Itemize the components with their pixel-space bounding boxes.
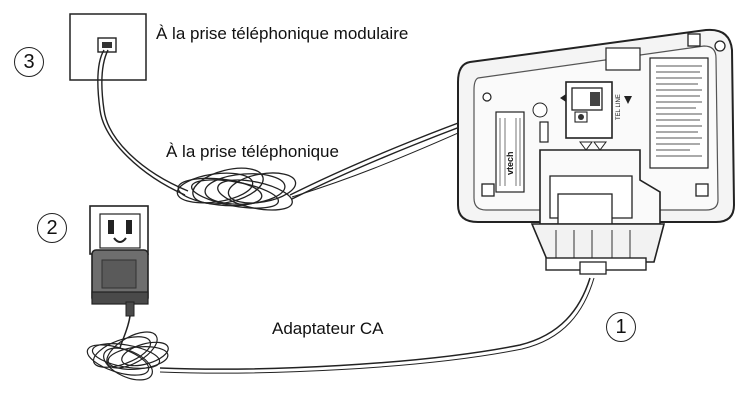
ac-adapter: [89, 205, 149, 317]
port-label: TEL LINE: [616, 94, 622, 120]
adapter-cord: [119, 315, 131, 349]
adapter-cord-base: [159, 277, 591, 370]
phone-cord-wall: [97, 49, 186, 196]
step-3-marker: 3: [14, 47, 44, 77]
adapter-cord-coil: [86, 331, 169, 381]
step-1-marker: 1: [606, 312, 636, 342]
phone-cord-coil: [176, 167, 297, 211]
telephone-base: vtech TEL LINE: [457, 28, 736, 275]
label-modular-jack: À la prise téléphonique modulaire: [156, 24, 409, 43]
step-2-marker: 2: [37, 213, 67, 243]
brand-logo: vtech: [505, 151, 515, 175]
wall-phone-jack: [69, 13, 147, 81]
label-ac-adapter: Adaptateur CA: [272, 319, 384, 338]
label-phone-jack: À la prise téléphonique: [166, 142, 339, 161]
